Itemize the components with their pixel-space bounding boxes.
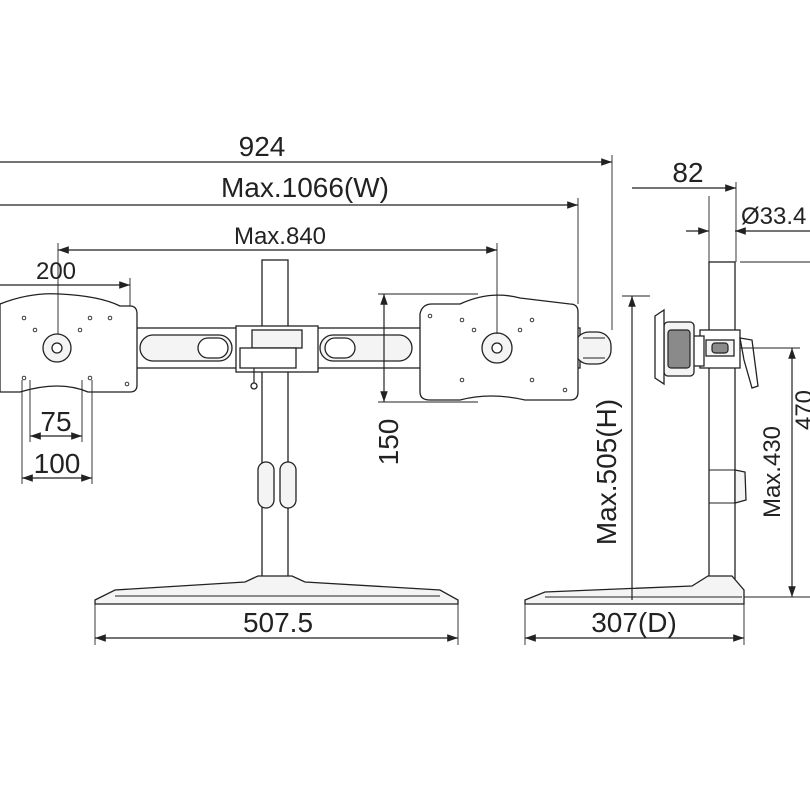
- dim-507-5: 507.5: [243, 607, 313, 638]
- side-base: [524, 575, 745, 605]
- side-grip: [734, 469, 747, 504]
- dim-200: 200: [36, 258, 76, 285]
- dim-75: 75: [40, 406, 71, 437]
- front-view: 924 Max.1066(W) Max.840 200 75 100 150: [0, 131, 613, 645]
- front-pole: [261, 259, 289, 586]
- dim-max-width: Max.1066(W): [221, 172, 389, 203]
- dim-max-505: Max.505(H): [591, 399, 622, 545]
- side-vesa-plate: [654, 308, 665, 386]
- pole-grip-left: [257, 461, 275, 509]
- clamp-block: [251, 329, 303, 349]
- dim-max-840: Max.840: [234, 223, 326, 250]
- arm-end-cap: [574, 331, 612, 365]
- front-base: [94, 575, 459, 605]
- dim-307-d: 307(D): [591, 607, 677, 638]
- side-view: 82 Ø33.4 Max.505(H) Max.430 470 307(D): [524, 157, 810, 645]
- dim-470: 470: [791, 390, 810, 430]
- dim-150: 150: [373, 419, 404, 466]
- pole-grip-right: [279, 461, 297, 509]
- side-pole: [708, 261, 736, 586]
- dim-pole-diameter: Ø33.4: [741, 203, 806, 230]
- dim-82: 82: [672, 157, 703, 188]
- dim-100: 100: [34, 448, 81, 479]
- dim-max-430: Max.430: [759, 426, 786, 518]
- dim-924: 924: [239, 131, 286, 162]
- clamp-lever: [739, 337, 759, 389]
